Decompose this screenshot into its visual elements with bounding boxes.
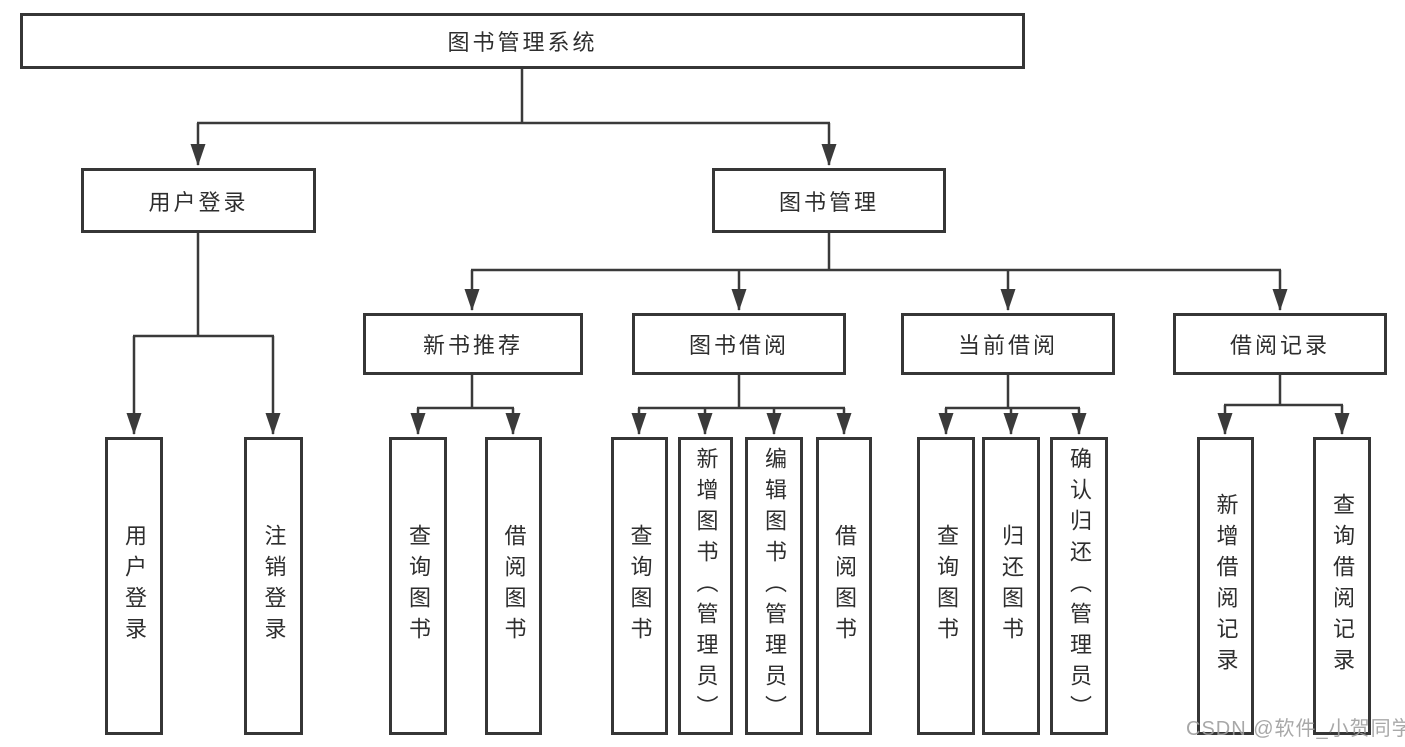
leaf-query-books-recommend: 查询图书 bbox=[389, 437, 447, 735]
leaf-edit-books-admin-label: 编辑图书（管理员） bbox=[762, 446, 787, 726]
node-user-login-branch: 用户登录 bbox=[81, 168, 316, 233]
leaf-query-borrow-record: 查询借阅记录 bbox=[1313, 437, 1371, 735]
leaf-query-books-borrowing: 查询图书 bbox=[611, 437, 668, 735]
leaf-query-books-current: 查询图书 bbox=[917, 437, 975, 735]
leaf-confirm-return-admin-label: 确认归还（管理员） bbox=[1067, 446, 1092, 726]
leaf-logout: 注销登录 bbox=[244, 437, 303, 735]
leaf-user-login: 用户登录 bbox=[105, 437, 163, 735]
leaf-add-borrow-record: 新增借阅记录 bbox=[1197, 437, 1254, 735]
leaf-return-books: 归还图书 bbox=[982, 437, 1040, 735]
csdn-watermark: CSDN @软件_小贺同学 bbox=[1186, 718, 1405, 740]
leaf-user-login-label: 用户登录 bbox=[122, 524, 147, 648]
node-current-borrowing: 当前借阅 bbox=[901, 313, 1115, 375]
node-current-borrowing-label: 当前借阅 bbox=[957, 333, 1058, 358]
node-book-borrowing-label: 图书借阅 bbox=[688, 333, 789, 358]
node-new-book-recommendation-label: 新书推荐 bbox=[422, 333, 523, 358]
leaf-add-books-admin-label: 新增图书（管理员） bbox=[693, 446, 719, 726]
node-user-login-branch-label: 用户登录 bbox=[148, 189, 249, 215]
leaf-add-borrow-record-label: 新增借阅记录 bbox=[1213, 493, 1239, 679]
leaf-add-books-admin: 新增图书（管理员） bbox=[678, 437, 733, 735]
leaf-borrow-books-label: 借阅图书 bbox=[832, 524, 857, 648]
node-borrowing-records: 借阅记录 bbox=[1173, 313, 1387, 375]
node-new-book-recommendation: 新书推荐 bbox=[363, 313, 583, 375]
leaf-borrow-books-recommend: 借阅图书 bbox=[485, 437, 542, 735]
node-book-management-branch-label: 图书管理 bbox=[778, 189, 879, 215]
leaf-borrow-books: 借阅图书 bbox=[816, 437, 872, 735]
leaf-confirm-return-admin: 确认归还（管理员） bbox=[1050, 437, 1108, 735]
leaf-return-books-label: 归还图书 bbox=[999, 524, 1024, 648]
leaf-borrow-books-recommend-label: 借阅图书 bbox=[501, 524, 527, 648]
leaf-logout-label: 注销登录 bbox=[261, 524, 287, 648]
node-book-management-branch: 图书管理 bbox=[712, 168, 946, 233]
leaf-query-books-recommend-label: 查询图书 bbox=[406, 524, 431, 648]
node-root-library-management-system: 图书管理系统 bbox=[20, 13, 1025, 69]
leaf-query-books-borrowing-label: 查询图书 bbox=[627, 524, 653, 648]
leaf-query-books-current-label: 查询图书 bbox=[934, 524, 959, 648]
node-book-borrowing: 图书借阅 bbox=[632, 313, 846, 375]
node-borrowing-records-label: 借阅记录 bbox=[1229, 333, 1330, 358]
leaf-edit-books-admin: 编辑图书（管理员） bbox=[745, 437, 803, 735]
node-root-label: 图书管理系统 bbox=[447, 30, 598, 55]
leaf-query-borrow-record-label: 查询借阅记录 bbox=[1330, 493, 1355, 679]
